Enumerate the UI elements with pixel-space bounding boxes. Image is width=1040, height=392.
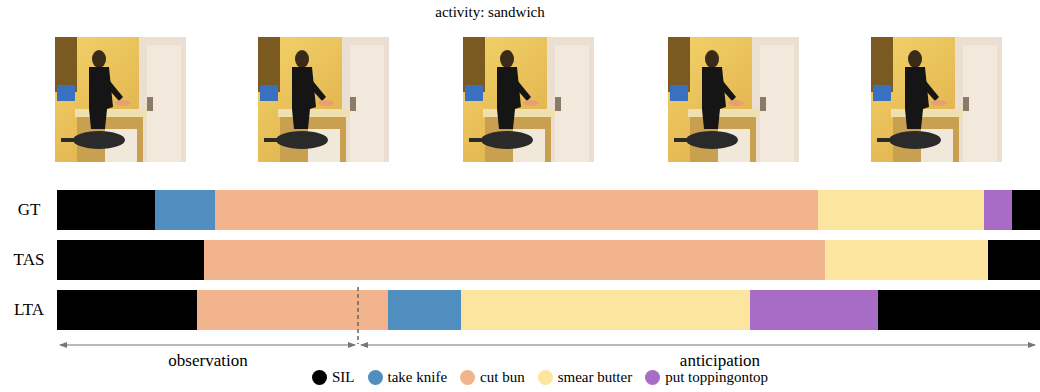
legend-swatch bbox=[368, 370, 383, 385]
axis-label: anticipation bbox=[680, 351, 760, 371]
figure-title: activity: sandwich bbox=[435, 4, 545, 21]
legend-item: put toppingontop bbox=[645, 369, 768, 386]
row-label: GT bbox=[18, 200, 41, 220]
anticipation-arrow bbox=[361, 344, 1035, 345]
legend-item: smear butter bbox=[538, 369, 633, 386]
video-frame bbox=[258, 37, 389, 162]
row-label: TAS bbox=[14, 250, 45, 270]
legend-swatch bbox=[538, 370, 553, 385]
video-frame bbox=[463, 37, 594, 162]
split-line bbox=[357, 287, 359, 344]
axis-label: observation bbox=[168, 351, 247, 371]
legend-text: SIL bbox=[332, 369, 355, 386]
legend-text: cut bun bbox=[480, 369, 525, 386]
legend-swatch bbox=[312, 370, 327, 385]
lta-bar bbox=[57, 290, 1040, 330]
gt-bar bbox=[57, 190, 1040, 230]
legend-item: cut bun bbox=[460, 369, 525, 386]
legend: SIL take knife cut bun smear butter put topp… bbox=[312, 369, 781, 386]
legend-text: take knife bbox=[388, 369, 448, 386]
legend-item: take knife bbox=[368, 369, 448, 386]
legend-text: put toppingontop bbox=[665, 369, 768, 386]
video-frame bbox=[55, 37, 186, 162]
legend-swatch bbox=[645, 370, 660, 385]
legend-item: SIL bbox=[312, 369, 355, 386]
row-label: LTA bbox=[14, 300, 44, 320]
observation-arrow bbox=[60, 344, 355, 345]
video-frame bbox=[871, 37, 1002, 162]
legend-text: smear butter bbox=[558, 369, 633, 386]
video-frame bbox=[668, 37, 799, 162]
legend-swatch bbox=[460, 370, 475, 385]
tas-bar bbox=[57, 240, 1040, 280]
